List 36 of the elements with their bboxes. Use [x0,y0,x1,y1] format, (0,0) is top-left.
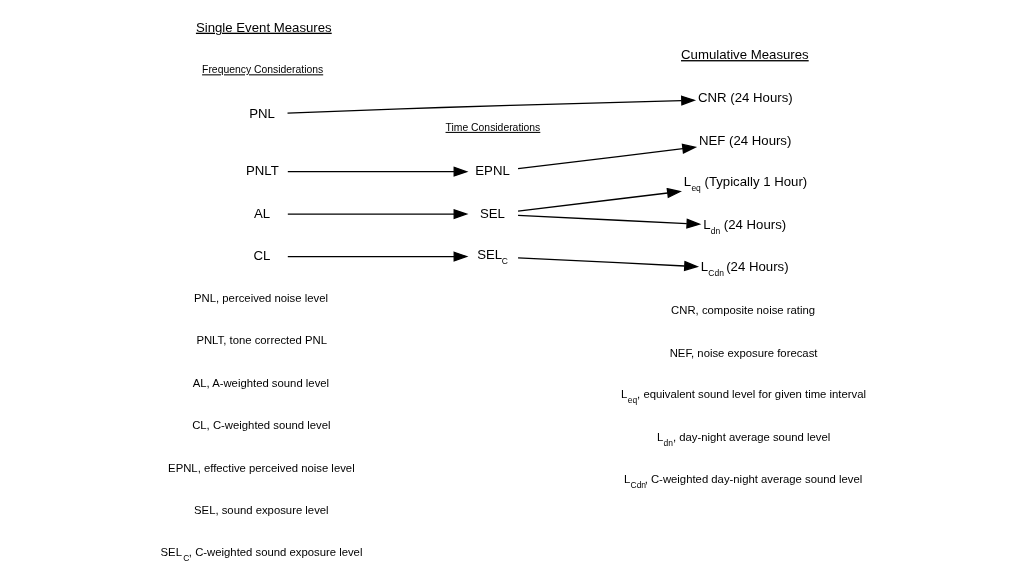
node-text: NEF (24 Hours) [698,132,792,148]
label: Cumulative Measures [681,47,809,63]
node-text: L$_{eq}$ (Typically 1 Hour) [683,174,808,194]
label: NEF, noise exposure forecast [669,346,818,359]
arrow [517,187,682,212]
arrow [517,143,698,170]
arrow [287,166,469,177]
label: L$_{Cdn}$, C-weighted day-night average sound level [623,473,863,491]
node-text: CL [253,248,271,264]
label: SEL$_{C}$, C-weighted sound exposure level [160,545,363,563]
arrow [287,208,469,220]
node-text: EPNL [475,163,510,179]
node-text: SEL$_{C}$ [477,247,508,267]
arrow [287,251,469,262]
label: CL, C-weighted sound level [192,419,331,432]
label: L$_{dn}$, day-night average sound level [656,430,831,448]
node-text: PNLT [245,163,279,179]
label: PNLT, tone corrected PNL [196,334,327,347]
node-text: AL [253,205,271,221]
label: CNR, composite noise rating [671,304,816,317]
node-text: SEL [480,205,505,221]
label: EPNL, effective perceived noise level [168,461,355,474]
arrow [517,214,702,229]
arrow [517,257,700,272]
label: Frequency Considerations [202,64,324,76]
label: L$_{eq}$, equivalent sound level for given time interval [621,388,867,406]
node-text: PNL [249,105,275,121]
label: AL, A-weighted sound level [192,376,330,389]
label: Time Considerations [445,121,541,133]
node-text: CNR (24 Hours) [698,90,793,106]
label: Single Event Measures [195,19,332,35]
node-text: L$_{dn}$ (24 Hours) [703,216,787,236]
node-text: L$_{Cdn}$ (24 Hours) [700,259,789,279]
label: SEL, sound exposure level [194,504,329,517]
arrow [286,95,697,114]
label: PNL, perceived noise level [194,291,328,304]
